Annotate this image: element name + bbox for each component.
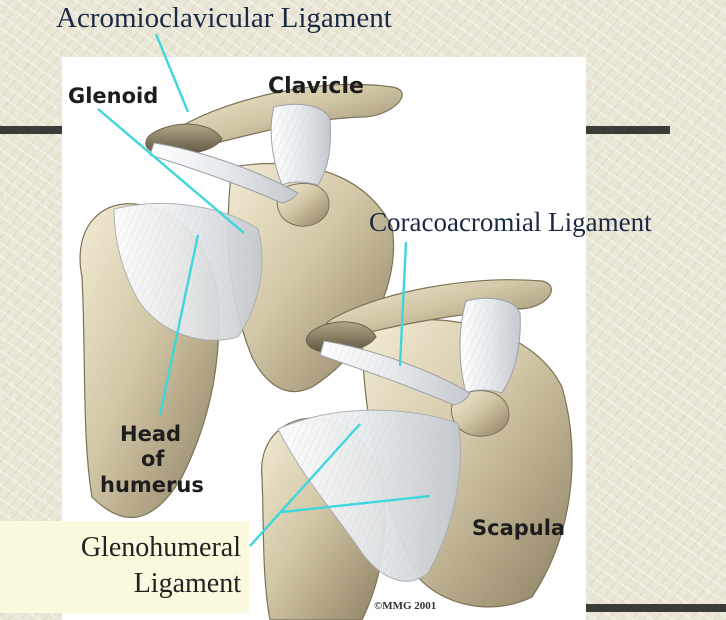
- glenohumeral-leader-line-lower: [282, 496, 430, 512]
- glenohumeral-ligament-label: Glenohumeral Ligament: [81, 530, 241, 602]
- acromioclavicular-leader-line: [156, 34, 188, 112]
- coracoacromial-ligament-label: Coracoacromial Ligament: [369, 207, 652, 238]
- glenohumeral-leader-line-upper: [250, 424, 360, 546]
- glenohumeral-label-line1: Glenohumeral: [81, 530, 241, 566]
- acromioclavicular-ligament-label: Acromioclavicular Ligament: [56, 2, 392, 35]
- coracoacromial-leader-line: [400, 242, 406, 366]
- glenohumeral-label-line2: Ligament: [81, 566, 241, 602]
- glenohumeral-ligament-callout: Glenohumeral Ligament: [0, 521, 249, 613]
